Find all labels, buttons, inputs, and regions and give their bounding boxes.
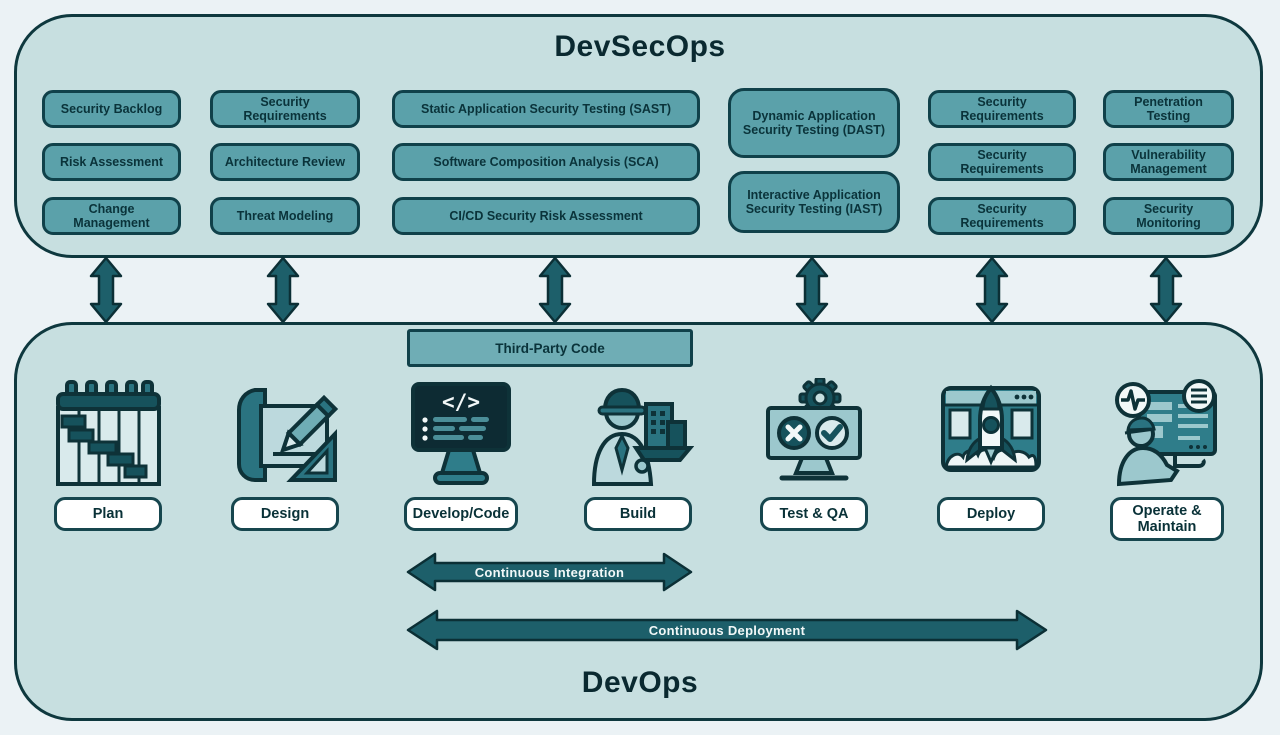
devops-title: DevOps bbox=[581, 666, 699, 699]
security-practice-box: Security Monitoring bbox=[1103, 197, 1234, 235]
vertical-connector-arrow-icon bbox=[795, 256, 829, 324]
gear-check-monitor-icon bbox=[758, 378, 870, 490]
phase-label: Develop/Code bbox=[404, 497, 518, 531]
phase-deploy: Deploy bbox=[921, 378, 1061, 531]
phase-label: Test & QA bbox=[760, 497, 868, 531]
construction-worker-icon bbox=[582, 378, 694, 490]
code-glyph: </> bbox=[442, 390, 480, 414]
vertical-connector-arrow-icon bbox=[266, 256, 300, 324]
double-arrow-icon bbox=[406, 609, 1048, 651]
security-practice-box: Risk Assessment bbox=[42, 143, 181, 181]
phase-test-qa: Test & QA bbox=[744, 378, 884, 531]
third-party-code-box: Third-Party Code bbox=[407, 329, 693, 367]
security-practice-box: Vulnerability Management bbox=[1103, 143, 1234, 181]
phase-develop-code: </> Develop/Code bbox=[391, 378, 531, 531]
phase-label: Deploy bbox=[937, 497, 1045, 531]
continuous-deployment-arrow: Continuous Deployment bbox=[405, 607, 1049, 653]
operations-dashboard-icon bbox=[1111, 378, 1223, 490]
code-monitor-icon: </> bbox=[405, 378, 517, 490]
security-practice-box: Static Application Security Testing (SAS… bbox=[392, 90, 700, 128]
vertical-connector-arrow-icon bbox=[1149, 256, 1183, 324]
vertical-connector-arrow-icon bbox=[538, 256, 572, 324]
security-practice-box: Penetration Testing bbox=[1103, 90, 1234, 128]
security-practice-box: Architecture Review bbox=[210, 143, 360, 181]
phase-build: Build bbox=[568, 378, 708, 531]
gantt-calendar-icon bbox=[52, 378, 164, 490]
vertical-connector-arrow-icon bbox=[975, 256, 1009, 324]
continuous-integration-arrow: Continuous Integration bbox=[405, 551, 694, 593]
phase-design: Design bbox=[215, 378, 355, 531]
ci-arrow-label: Continuous Integration bbox=[474, 564, 625, 580]
security-practice-box: Security Requirements bbox=[928, 197, 1076, 235]
double-arrow-icon bbox=[406, 552, 693, 592]
security-practice-box: CI/CD Security Risk Assessment bbox=[392, 197, 700, 235]
cd-arrow-label: Continuous Deployment bbox=[648, 622, 806, 638]
phase-label: Plan bbox=[54, 497, 162, 531]
security-practice-box: Security Requirements bbox=[210, 90, 360, 128]
security-practice-box: Security Backlog bbox=[42, 90, 181, 128]
blueprint-pencil-icon bbox=[229, 378, 341, 490]
security-practice-box: Interactive Application Security Testing… bbox=[728, 171, 900, 233]
phase-plan: Plan bbox=[38, 378, 178, 531]
vertical-connector-arrow-icon bbox=[89, 256, 123, 324]
security-practice-box: Change Management bbox=[42, 197, 181, 235]
devsecops-title: DevSecOps bbox=[554, 30, 726, 63]
security-practice-box: Software Composition Analysis (SCA) bbox=[392, 143, 700, 181]
phase-label: Operate & Maintain bbox=[1110, 497, 1224, 542]
phase-label: Design bbox=[231, 497, 339, 531]
security-practice-box: Security Requirements bbox=[928, 90, 1076, 128]
security-practice-box: Threat Modeling bbox=[210, 197, 360, 235]
security-practice-box: Security Requirements bbox=[928, 143, 1076, 181]
security-practice-box: Dynamic Application Security Testing (DA… bbox=[728, 88, 900, 158]
phase-label: Build bbox=[584, 497, 692, 531]
phase-operate-maintain: Operate & Maintain bbox=[1097, 378, 1237, 542]
rocket-launch-icon bbox=[935, 378, 1047, 490]
